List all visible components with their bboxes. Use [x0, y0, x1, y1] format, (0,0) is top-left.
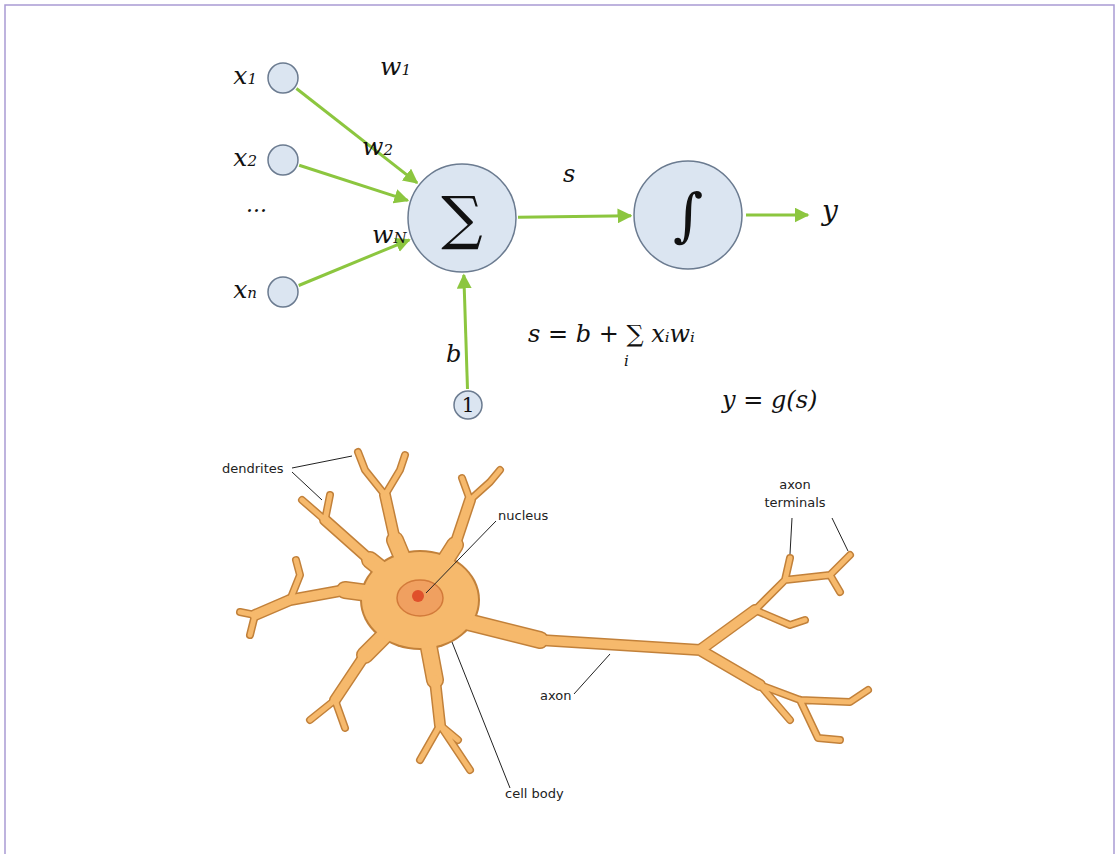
- node-symbol: ∫: [673, 186, 703, 244]
- output-arrow: [746, 214, 808, 217]
- part-label: cell body: [505, 786, 564, 801]
- edge-label: wN: [372, 220, 407, 249]
- input-node: x2: [267, 144, 299, 176]
- circle-outline: [267, 62, 299, 94]
- part-label: nucleus: [498, 508, 548, 523]
- input-label: xn: [233, 275, 257, 304]
- edge-label: b: [446, 340, 461, 368]
- weighted-connector: [299, 165, 408, 200]
- nucleolus: [412, 590, 424, 602]
- bias-node: 1: [453, 390, 483, 420]
- circle-shape: [454, 391, 482, 419]
- activation-node: ∫: [633, 160, 743, 270]
- math-label: y: [822, 194, 838, 227]
- neuron-outline: [240, 452, 868, 770]
- circle-shape: [634, 161, 742, 269]
- math-label: s = b + ∑ xᵢwᵢ: [528, 320, 695, 348]
- part-label: dendrites: [222, 461, 284, 476]
- weighted-connector: [464, 275, 468, 389]
- weighted-connector: [518, 216, 631, 218]
- nucleus-shape: [397, 580, 443, 616]
- circle-outline: [267, 144, 299, 176]
- math-label: i: [624, 352, 629, 370]
- sum-node: ∑: [407, 163, 517, 273]
- circle-shape: [268, 63, 298, 93]
- circle-shape: [408, 164, 516, 272]
- input-node: xn: [267, 276, 299, 308]
- input-label: x2: [233, 143, 257, 172]
- edge-label: w2: [362, 132, 393, 161]
- math-label: y = g(s): [722, 386, 817, 414]
- math-label: ...: [246, 192, 267, 217]
- edge-label: w1: [380, 52, 411, 81]
- part-label: axon: [540, 688, 571, 703]
- circle-shape: [268, 145, 298, 175]
- node-symbol: ∑: [441, 189, 482, 247]
- input-node: x1: [267, 62, 299, 94]
- circle-shape: [268, 277, 298, 307]
- edge-label: s: [563, 160, 575, 188]
- part-label: axon terminals: [760, 476, 830, 512]
- input-label: x1: [233, 61, 257, 90]
- cell-body: [362, 552, 478, 648]
- frame: [5, 5, 1114, 854]
- circle-outline: [267, 276, 299, 308]
- neuron-fill: [240, 452, 868, 770]
- leader-lines: [292, 456, 848, 788]
- node-symbol: 1: [462, 395, 475, 415]
